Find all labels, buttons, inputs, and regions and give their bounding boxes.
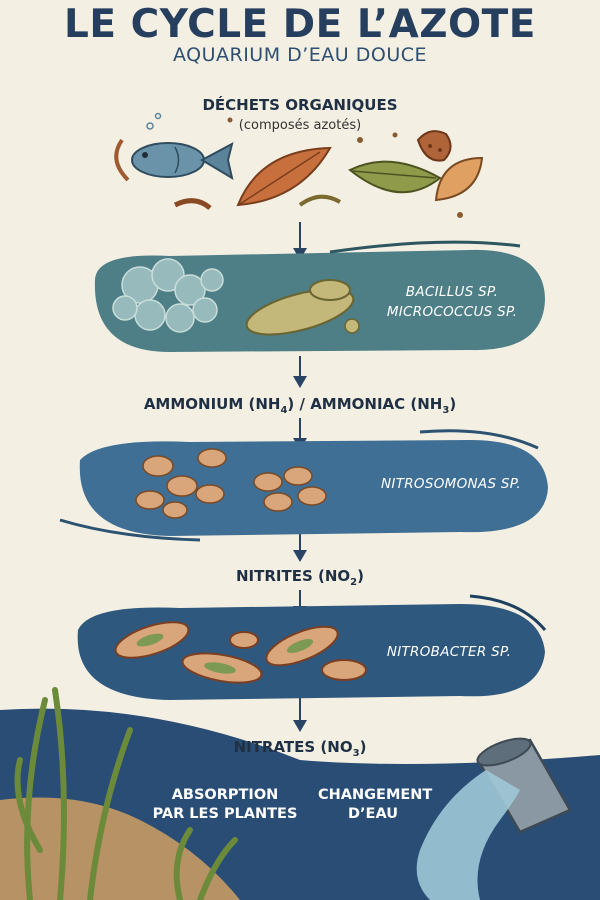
page-title: LE CYCLE DE L’AZOTE [64,2,536,47]
bacteria-label-nitrosomonas: NITROSOMONAS SP. [381,476,521,492]
nitrates-label: NITRATES (NO3) [233,738,367,759]
band-decomposers [94,240,545,352]
water-change-label: CHANGEMENT D’EAU [318,787,433,822]
food-flake-icon [416,130,452,162]
band-nitrosomonas [59,429,548,542]
organic-waste-illustration [114,112,484,218]
bacteria-label-nitrobacter: NITROBACTER SP. [386,644,512,660]
waste-label: DÉCHETS ORGANIQUES [202,96,398,114]
bottom-water [0,687,600,900]
green-leaf-icon [348,160,442,194]
plant-absorption-label: ABSORPTION PAR LES PLANTES [152,787,298,822]
bacteria-label-decomposers: BACILLUS SP. MICROCOCCUS SP. [386,284,518,320]
arrowhead [293,376,307,388]
bucket-icon [476,737,572,834]
page-subtitle: AQUARIUM D’EAU DOUCE [172,44,428,66]
arrowhead [293,720,307,732]
fish-icon [131,112,234,181]
arrowhead [293,550,307,562]
leaf-icon [236,146,332,207]
waste-sublabel: (composés azotés) [238,118,362,133]
debris-icon [114,117,463,218]
nitrites-label: NITRITES (NO2) [236,567,364,588]
band-nitrobacter [77,594,547,700]
fruit-slice-icon [434,156,484,202]
aquatic-plants-icon [14,687,238,900]
ammonium-label: AMMONIUM (NH4) / AMMONIAC (NH3) [143,395,457,416]
water-stream [416,770,520,900]
